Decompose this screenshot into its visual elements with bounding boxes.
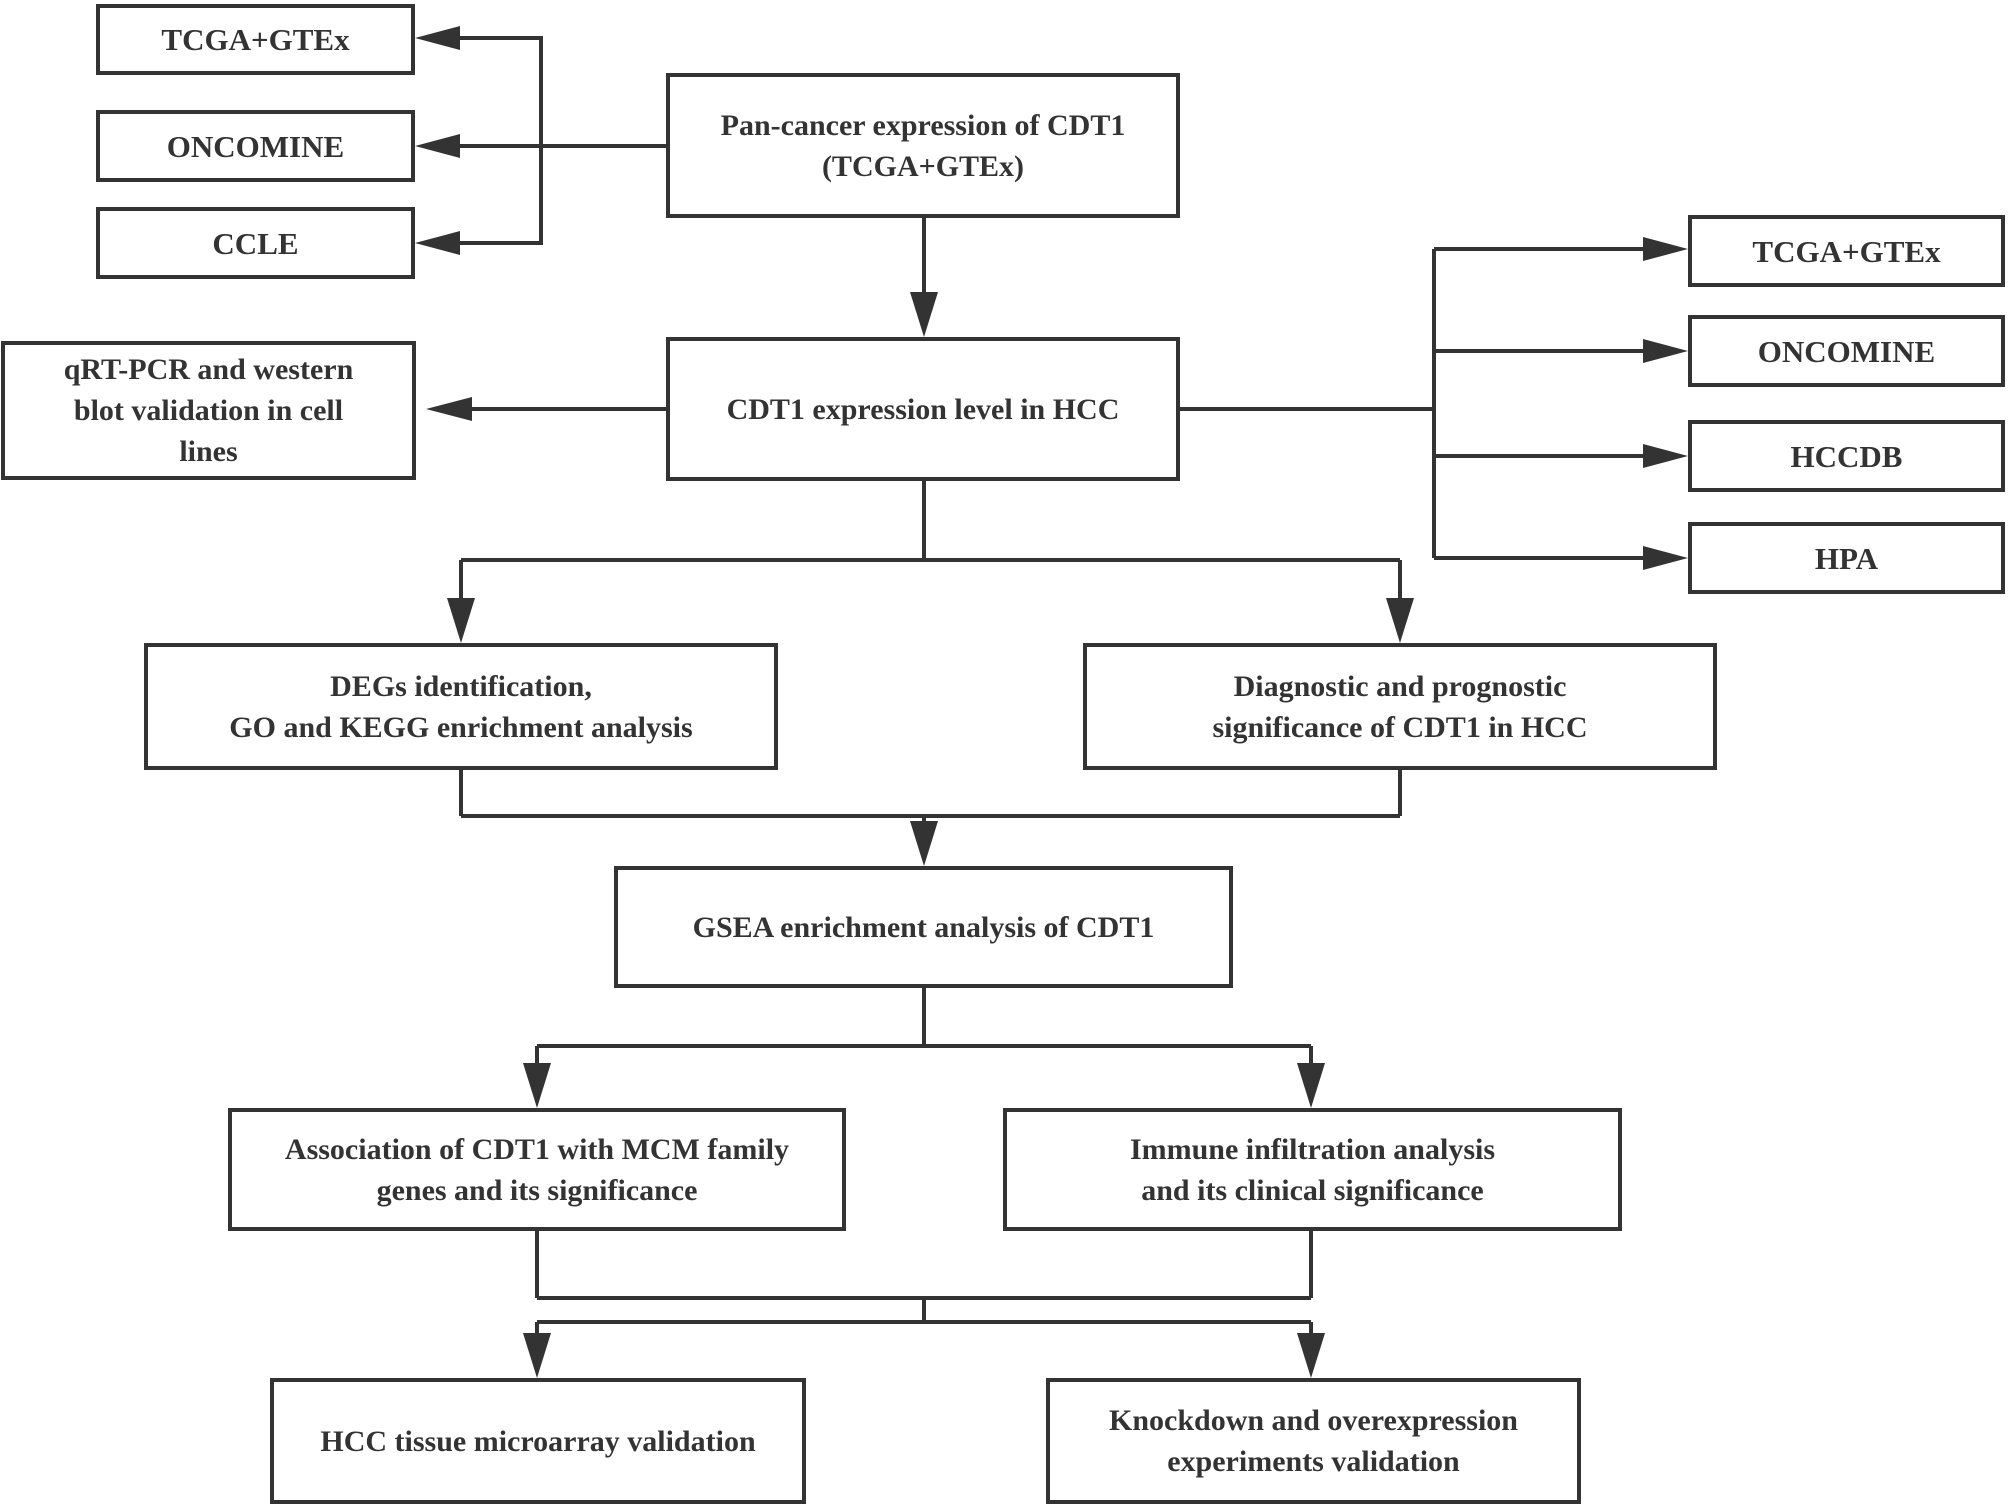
box-mcm-association-label: Association of CDT1 with MCM family gene… [284,1132,790,1207]
box-degs-identification: DEGs identification, GO and KEGG enrichm… [144,643,778,770]
box-hcc-expression: CDT1 expression level in HCC [666,337,1180,481]
arrowhead-right-hpa [1643,546,1688,570]
box-left-tcga-gtex: TCGA+GTEx [96,4,415,75]
arrowhead-right-hccdb [1643,444,1688,468]
arrowhead-hcc-expression [910,292,938,337]
box-right-hpa-label: HPA [1814,540,1879,576]
arrowhead-gsea [910,821,938,866]
box-qrt-pcr-validation-label: qRT-PCR and western blot validation in c… [63,353,354,468]
box-right-hccdb-label: HCCDB [1790,438,1903,474]
arrowhead-qrtpcr [426,397,472,421]
box-microarray-validation: HCC tissue microarray validation [270,1378,806,1504]
connector-pan-to-sources [438,36,666,148]
box-degs-identification-label: DEGs identification, GO and KEGG enrichm… [229,669,693,744]
arrowhead-knockdown [1297,1333,1325,1378]
arrowhead-right-oncomine [1643,339,1688,363]
box-immune-infiltration-label: Immune infiltration analysis and its cli… [1129,1132,1496,1207]
box-gsea-enrichment: GSEA enrichment analysis of CDT1 [614,866,1233,988]
box-right-hpa: HPA [1688,522,2005,594]
box-left-oncomine: ONCOMINE [96,110,415,182]
box-left-oncomine-label: ONCOMINE [166,128,345,164]
box-left-ccle-label: CCLE [212,225,299,261]
arrowhead-immune [1297,1063,1325,1108]
box-left-tcga-gtex-label: TCGA+GTEx [161,22,350,57]
box-hcc-expression-label: CDT1 expression level in HCC [726,392,1120,426]
box-right-oncomine: ONCOMINE [1688,315,2005,387]
box-diagnostic-prognostic: Diagnostic and prognostic significance o… [1083,643,1717,770]
arrowhead-degs [447,598,475,643]
box-qrt-pcr-validation: qRT-PCR and western blot validation in c… [1,341,416,480]
box-diagnostic-prognostic-label: Diagnostic and prognostic significance o… [1212,669,1588,744]
arrowhead-diagnostic [1386,598,1414,643]
connector-pan-to-ccle [438,146,543,245]
arrowhead-left-tcga [415,26,460,50]
box-right-tcga-gtex-label: TCGA+GTEx [1752,233,1941,269]
box-knockdown-overexpression-label: Knockdown and overexpression experiments… [1109,1404,1518,1478]
box-microarray-validation-label: HCC tissue microarray validation [320,1424,756,1458]
arrowhead-right-tcga [1643,237,1688,261]
box-right-oncomine-label: ONCOMINE [1757,333,1936,369]
box-immune-infiltration: Immune infiltration analysis and its cli… [1003,1108,1622,1231]
box-left-ccle: CCLE [96,207,415,279]
arrowhead-left-oncomine [415,134,460,158]
arrowhead-mcm [523,1063,551,1108]
box-mcm-association: Association of CDT1 with MCM family gene… [228,1108,846,1231]
box-pan-cancer-expression-label: Pan-cancer expression of CDT1 (TCGA+GTEx… [720,108,1126,183]
box-right-hccdb: HCCDB [1688,420,2005,492]
box-pan-cancer-expression: Pan-cancer expression of CDT1 (TCGA+GTEx… [666,73,1180,218]
box-right-tcga-gtex: TCGA+GTEx [1688,215,2005,287]
box-knockdown-overexpression: Knockdown and overexpression experiments… [1046,1378,1581,1504]
arrowhead-microarray [523,1333,551,1378]
arrowhead-left-ccle [415,231,460,255]
box-gsea-enrichment-label: GSEA enrichment analysis of CDT1 [692,910,1155,944]
